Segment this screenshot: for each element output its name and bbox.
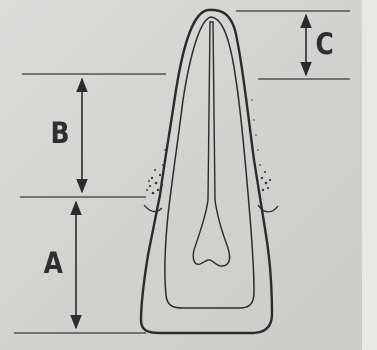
stipple-right <box>251 99 271 191</box>
dimension-label-a: A <box>44 249 63 278</box>
page-edge <box>362 0 377 350</box>
pulp-canal <box>193 22 229 266</box>
gingiva-left <box>144 205 162 212</box>
dimension-label-b: B <box>51 119 70 148</box>
crown-outline <box>141 10 272 333</box>
dimension-label-c: C <box>315 30 333 59</box>
